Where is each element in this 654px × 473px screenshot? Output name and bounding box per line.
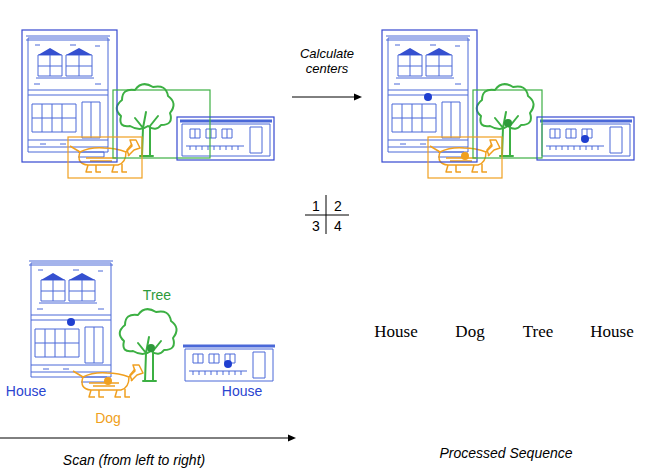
object-label: House bbox=[222, 383, 262, 399]
quadrant-number: 3 bbox=[312, 218, 320, 234]
axis-caption: Scan (from left to right) bbox=[63, 452, 205, 468]
step-label: Calculate centers bbox=[287, 47, 367, 77]
sequence-item: House bbox=[590, 322, 633, 342]
object-label: Tree bbox=[143, 287, 171, 303]
object-label: House bbox=[6, 383, 46, 399]
sequence-item: House bbox=[374, 322, 417, 342]
object-label: Dog bbox=[95, 410, 121, 426]
quadrant-number: 1 bbox=[312, 198, 320, 214]
sequence-item: Tree bbox=[523, 322, 554, 342]
quadrant-number: 2 bbox=[334, 198, 342, 214]
quadrant-number: 4 bbox=[334, 218, 342, 234]
sequence-item: Dog bbox=[455, 322, 484, 342]
section-caption: Processed Sequence bbox=[439, 445, 572, 461]
